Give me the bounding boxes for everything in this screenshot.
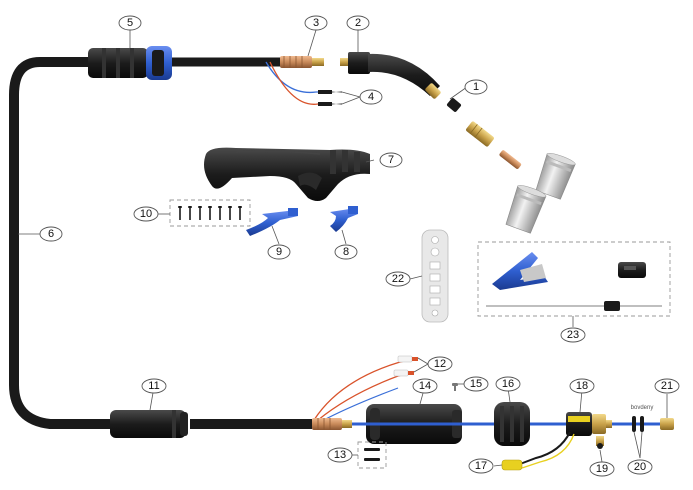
- consumables: [447, 98, 576, 234]
- callout-3: 3: [304, 15, 328, 31]
- svg-text:22: 22: [392, 273, 404, 285]
- svg-text:9: 9: [276, 246, 282, 258]
- svg-text:8: 8: [343, 246, 349, 258]
- svg-text:10: 10: [140, 208, 152, 220]
- euro-connector: [566, 412, 612, 436]
- connector-nut: [494, 402, 530, 446]
- callout-9: 9: [267, 244, 291, 260]
- cable-strain-relief-rear: [110, 410, 188, 438]
- callout-17: 17: [468, 458, 494, 474]
- svg-text:7: 7: [388, 154, 394, 166]
- svg-text:12: 12: [434, 358, 446, 370]
- svg-text:5: 5: [127, 17, 133, 29]
- svg-text:2: 2: [355, 17, 361, 29]
- callout-15: 15: [463, 376, 489, 392]
- callout-23: 23: [560, 327, 586, 343]
- control-wires-top: [265, 61, 342, 106]
- callout-11: 11: [141, 378, 167, 394]
- svg-text:4: 4: [368, 91, 374, 103]
- set-screw: [452, 383, 458, 391]
- callout-16: 16: [495, 376, 521, 392]
- o-rings: [632, 416, 644, 432]
- clips-group-frame: [357, 441, 387, 469]
- svg-text:23: 23: [567, 329, 579, 341]
- svg-text:11: 11: [148, 380, 159, 392]
- svg-text:13: 13: [334, 449, 346, 461]
- swan-neck: [340, 52, 441, 99]
- callout-12: 12: [427, 356, 453, 372]
- callout-20: 20: [627, 459, 653, 475]
- liner-cutter: [492, 252, 548, 290]
- callout-19: 19: [589, 461, 615, 477]
- svg-text:14: 14: [419, 380, 431, 392]
- svg-text:15: 15: [470, 378, 482, 390]
- brass-connector-top: [280, 56, 324, 68]
- svg-text:21: 21: [661, 380, 673, 392]
- callout-10: 10: [133, 206, 159, 222]
- callout-2: 2: [346, 15, 370, 31]
- callout-1: 1: [464, 79, 488, 95]
- callout-18: 18: [569, 378, 595, 394]
- svg-text:18: 18: [576, 380, 588, 392]
- cable-strain-relief-top: [88, 46, 172, 80]
- callout-22: 22: [385, 271, 411, 287]
- clips: [364, 448, 380, 461]
- screws-group-frame: [169, 199, 251, 227]
- cable-assembly: [9, 57, 125, 429]
- torch-handle: [204, 147, 370, 201]
- gas-pin: [596, 436, 604, 449]
- callout-6: 6: [39, 226, 63, 242]
- liner-gauge: [421, 229, 449, 323]
- callout-5: 5: [118, 15, 142, 31]
- svg-text:3: 3: [313, 17, 319, 29]
- svg-text:1: 1: [473, 81, 479, 93]
- leader-lines: [18, 29, 668, 467]
- callout-14: 14: [412, 378, 438, 394]
- callout-4: 4: [359, 89, 383, 105]
- trigger-blue-long: [246, 208, 298, 236]
- spanner-tool: [618, 262, 646, 278]
- callout-13: 13: [327, 447, 353, 463]
- liner-end-bushing: [660, 418, 674, 430]
- svg-text:6: 6: [48, 228, 54, 240]
- callout-8: 8: [334, 244, 358, 260]
- brass-connector-rear: [312, 418, 352, 430]
- callout-21: 21: [654, 378, 680, 394]
- svg-text:17: 17: [475, 460, 487, 472]
- svg-text:19: 19: [596, 463, 608, 475]
- trigger-blue-short: [330, 206, 358, 232]
- svg-text:16: 16: [502, 378, 514, 390]
- liner-wire-tool: [486, 301, 662, 311]
- svg-text:20: 20: [634, 461, 646, 473]
- callout-7: 7: [379, 152, 403, 168]
- note-label: bovdeny: [631, 405, 654, 411]
- screws: [178, 206, 242, 220]
